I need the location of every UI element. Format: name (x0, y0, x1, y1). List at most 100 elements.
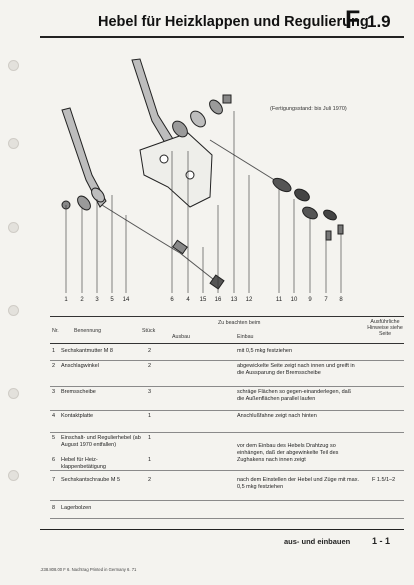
row-einbau: nach dem Einstellen der Hebel und Züge m… (237, 477, 359, 490)
washer-part (209, 99, 223, 115)
row-name: Anschlagwinkel (61, 363, 99, 369)
parts-table: Nr. Benennung Stück Zu beachten beim Aus… (50, 316, 404, 520)
callout-label: 2 (80, 297, 84, 303)
callout-label: 7 (324, 297, 328, 303)
table-row: 7 Sechskantschraube M 5 2 nach dem Einst… (50, 474, 404, 501)
header-nr: Nr. (52, 328, 59, 334)
knob-part (302, 206, 318, 220)
table-row: 4 Kontaktplatte 1 Anschlußfahne zeigt na… (50, 410, 404, 433)
knob-part (272, 177, 292, 193)
row-ref: F 1.5/1–2 (372, 477, 396, 483)
footer-label: aus- und einbauen (284, 537, 351, 546)
row-qty: 1 (148, 457, 152, 463)
row-nr: 2 (52, 363, 56, 369)
row-einbau: Anschlußfahne zeigt nach hinten (237, 413, 317, 419)
callout-label: 16 (214, 297, 222, 303)
page-number: 1 - 1 (372, 536, 391, 546)
header-rule (40, 36, 404, 38)
row-nr: 8 (52, 505, 56, 511)
washer-part (190, 110, 206, 128)
punch-hole (8, 305, 19, 316)
header-einbau: Einbau (237, 334, 254, 340)
exploded-view-drawing (61, 58, 344, 293)
header-hinweise: Ausführliche Hinweise siehe Seite (367, 319, 403, 337)
table-row: 5 Einschalt- und Regulierhebel (ab Augus… (50, 432, 404, 471)
row-name: Sechskantmutter M 8 (61, 348, 113, 354)
callout-label: 1 (64, 297, 68, 303)
row-nr: 3 (52, 389, 56, 395)
cable-sleeve-part (172, 239, 188, 255)
callout-label: 15 (199, 297, 207, 303)
table-row: 6 Hebel für Heiz-klappenbetätigung 1 (50, 454, 404, 474)
cable-part (101, 204, 219, 284)
table-row: 3 Bremsscheibe 3 schräge Flächen so gege… (50, 386, 404, 411)
header-benennung: Benennung (74, 328, 102, 334)
page-title: Hebel für Heizklappen und Regulierung (98, 14, 369, 30)
row-name: Kontaktplatte (61, 413, 94, 419)
table-row: 2 Anschlagwinkel 2 abgewickelte Seite ze… (50, 360, 404, 387)
punch-hole (8, 222, 19, 233)
washer-part (77, 195, 91, 211)
production-status-note: (Fertigungsstand: bis Juli 1970) (270, 106, 347, 112)
callout-label: 3 (95, 297, 99, 303)
punch-hole (8, 60, 19, 71)
row-einbau: vor dem Einbau des Hebels Drahtzug so ei… (237, 443, 339, 463)
page-header: Hebel für Heizklappen und Regulierung F … (40, 6, 406, 36)
knob-part (323, 209, 337, 221)
punch-hole (8, 388, 19, 399)
table-header: Nr. Benennung Stück Zu beachten beim Aus… (50, 316, 404, 344)
header-ausbau: Ausbau (172, 334, 190, 340)
row-name: Sechskantschraube M 5 (61, 477, 121, 483)
callout-label: 14 (122, 297, 130, 303)
row-einbau: schräge Flächen so gegen-einanderlegen, … (237, 389, 352, 402)
callout-label: 5 (110, 297, 114, 303)
nut-part (222, 94, 232, 104)
screw-part (325, 230, 332, 241)
row-name: Lagerbolzen (61, 505, 92, 511)
row-einbau: abgewickelte Seite zeigt nach innen und … (237, 363, 355, 376)
section-letter: F (345, 6, 361, 34)
cable-end-part (209, 274, 225, 290)
bracket-hole (185, 170, 195, 180)
bracket-part (139, 132, 213, 208)
row-name: Hebel für Heiz-klappenbetätigung (61, 457, 106, 470)
punch-hole (8, 138, 19, 149)
cable-part (209, 139, 277, 182)
row-nr: 7 (52, 477, 56, 483)
row-qty: 3 (148, 389, 152, 395)
table-row: 8 Lagerbolzen (50, 500, 404, 519)
row-nr: 6 (52, 457, 56, 463)
row-qty: 2 (148, 348, 152, 354)
callout-label: 11 (275, 297, 283, 303)
callout-label: 6 (170, 297, 174, 303)
row-qty: 1 (148, 413, 152, 419)
callout-label: 8 (339, 297, 343, 303)
row-qty: 1 (148, 435, 152, 441)
bracket-hole (159, 154, 169, 164)
row-nr: 5 (52, 435, 56, 441)
screw-part (337, 224, 344, 235)
section-number: 1.9 (367, 12, 391, 31)
callout-label: 10 (290, 297, 298, 303)
callout-label: 9 (308, 297, 312, 303)
row-nr: 1 (52, 348, 56, 354)
callout-label: 13 (230, 297, 238, 303)
punch-hole (8, 470, 19, 481)
print-info: .238.808.00 F 6. Nachtrag Printed in Ger… (40, 567, 137, 572)
callout-label: 4 (186, 297, 190, 303)
lever-part (61, 107, 107, 208)
header-zu-beachten: Zu beachten beim (218, 320, 261, 326)
table-row: 1 Sechskantmutter M 8 2 mit 0,5 mkg fest… (50, 344, 404, 361)
row-qty: 2 (148, 363, 152, 369)
washer-part (91, 187, 105, 203)
footer-rule (40, 529, 404, 531)
knob-part (294, 188, 310, 202)
row-name: Einschalt- und Regulierhebel (ab August … (61, 435, 141, 448)
row-nr: 4 (52, 413, 56, 419)
callout-label: 12 (245, 297, 253, 303)
row-einbau: mit 0,5 mkg festziehen (237, 348, 293, 354)
row-name: Bremsscheibe (61, 389, 96, 395)
header-stueck: Stück (142, 328, 156, 334)
row-qty: 2 (148, 477, 152, 483)
